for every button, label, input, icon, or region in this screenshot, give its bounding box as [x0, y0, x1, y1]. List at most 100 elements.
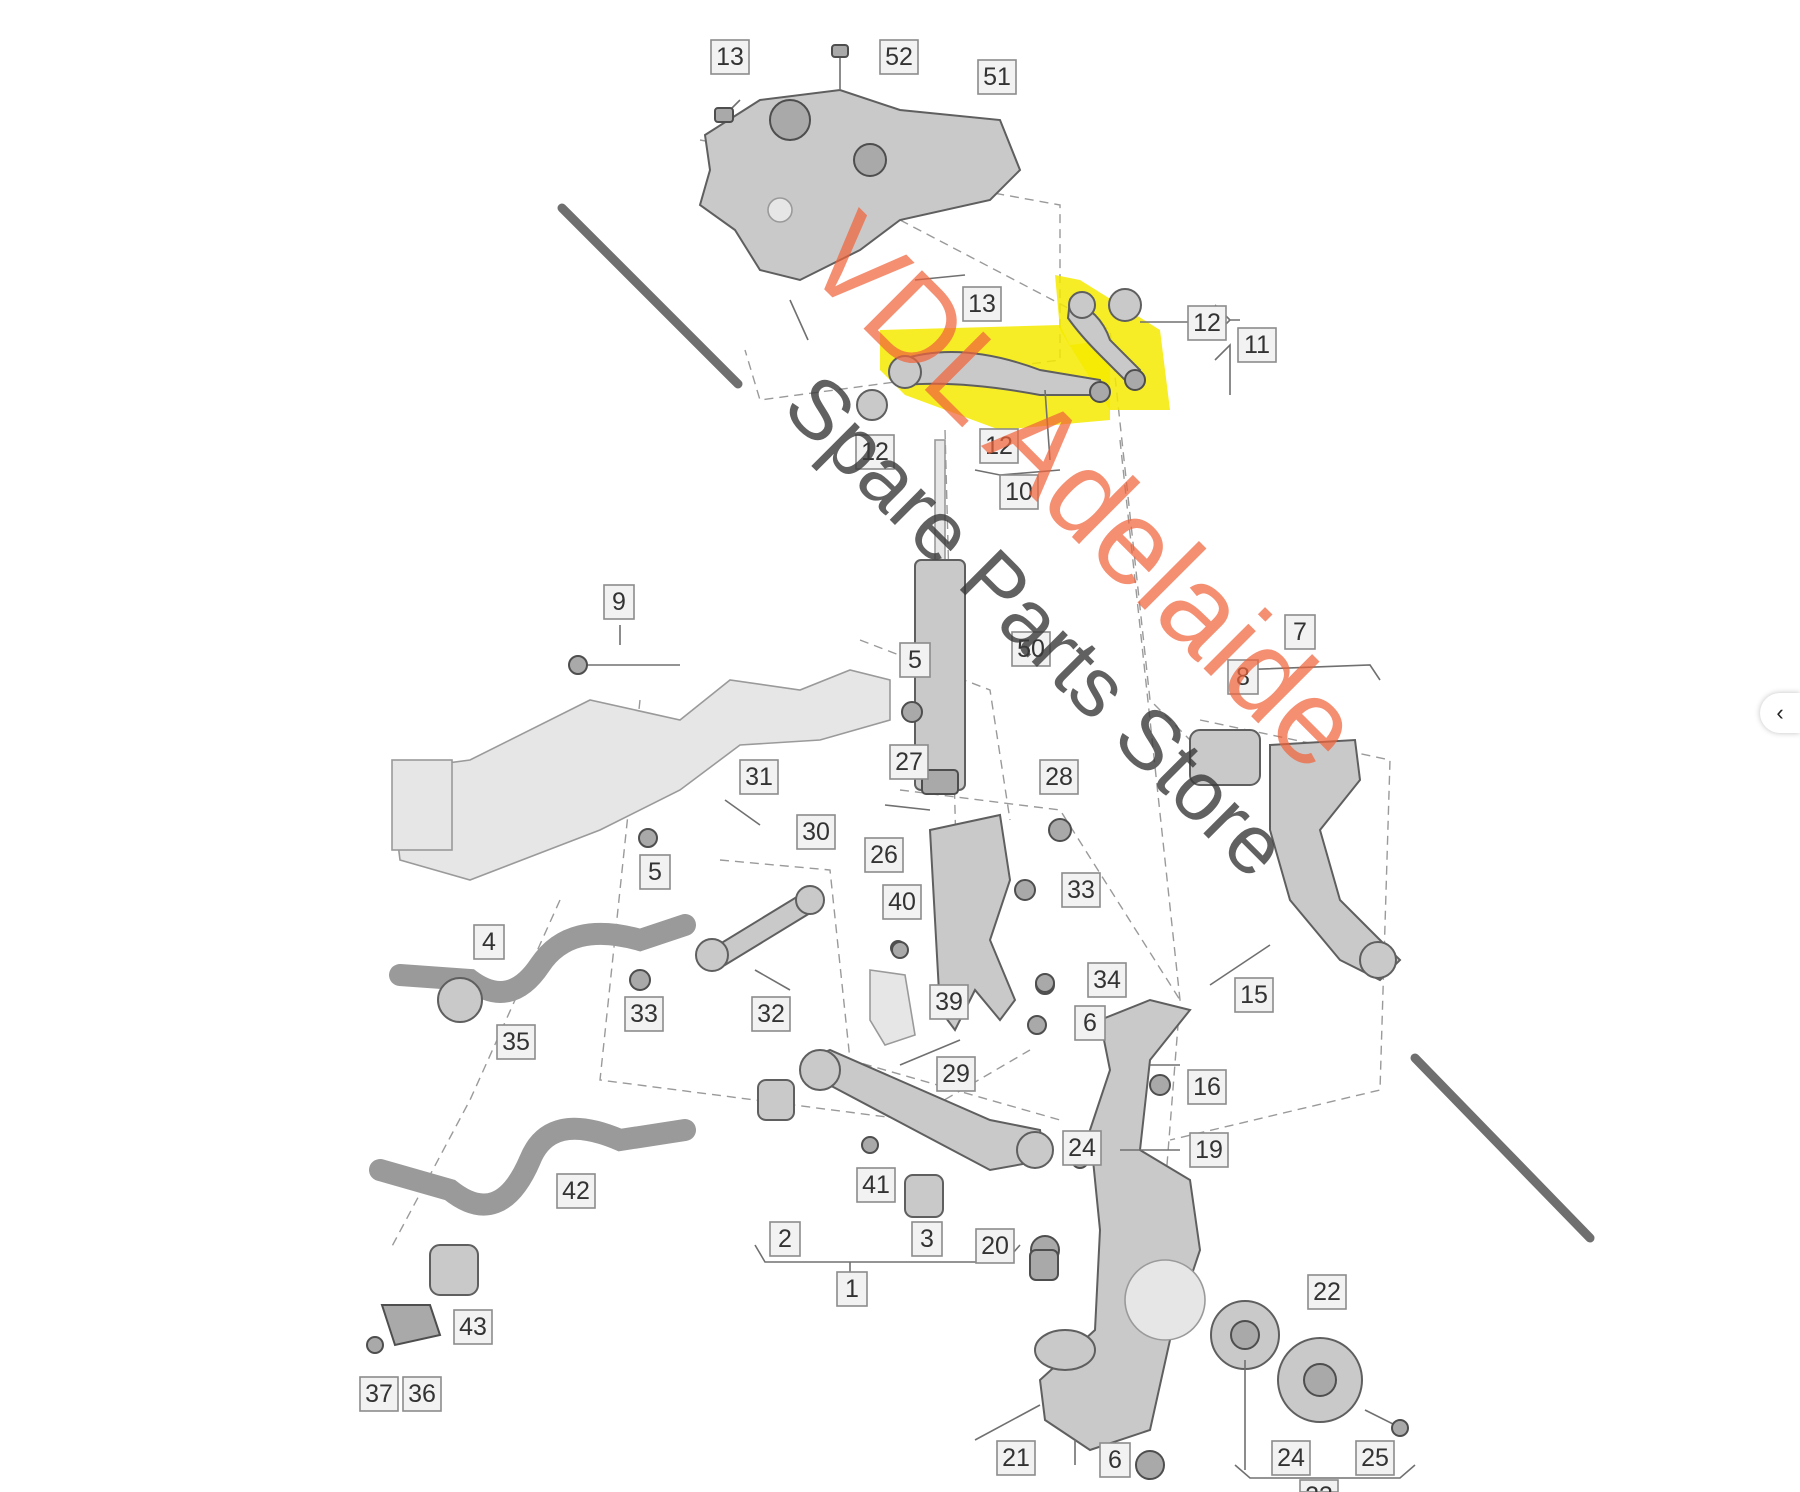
- callout-37: 37: [359, 1376, 399, 1412]
- callout-39: 39: [929, 984, 969, 1020]
- chevron-left-icon: ‹: [1776, 700, 1784, 725]
- callout-34: 34: [1087, 962, 1127, 998]
- cross-member: [391, 655, 891, 881]
- callout-22: 22: [1307, 1274, 1347, 1310]
- svg-text:28: 28: [1045, 763, 1073, 791]
- callout-12a: 12: [1187, 305, 1227, 341]
- svg-text:12: 12: [1193, 309, 1221, 337]
- callout-12b: 12: [855, 434, 895, 470]
- callout-15: 15: [1234, 977, 1274, 1013]
- callout-43: 43: [453, 1309, 493, 1345]
- wheel-carrier: [974, 998, 1206, 1480]
- svg-text:13: 13: [968, 290, 996, 318]
- callout-8: 8: [1227, 659, 1259, 695]
- nuts: [629, 701, 1089, 1169]
- callout-11: 11: [1237, 327, 1277, 363]
- callout-20: 20: [975, 1228, 1015, 1264]
- callout-24a: 24: [1062, 1130, 1102, 1166]
- callout-26: 26: [864, 837, 904, 873]
- svg-text:7: 7: [1293, 618, 1307, 646]
- toe-links: [695, 799, 931, 991]
- callout-27: 27: [889, 744, 929, 780]
- callout-24b: 24: [1271, 1440, 1311, 1476]
- callout-40: 40: [882, 884, 922, 920]
- svg-text:5: 5: [908, 646, 922, 674]
- callout-33a: 33: [1061, 872, 1101, 908]
- svg-text:5: 5: [648, 858, 662, 886]
- stabiliser-bars: [366, 914, 696, 1354]
- svg-text:1: 1: [845, 1275, 859, 1303]
- callout-3: 3: [911, 1221, 943, 1257]
- svg-text:25: 25: [1361, 1444, 1389, 1472]
- callout-16: 16: [1187, 1069, 1227, 1105]
- svg-text:40: 40: [888, 888, 916, 916]
- callout-25: 25: [1355, 1440, 1395, 1476]
- svg-text:33: 33: [630, 1000, 658, 1028]
- svg-text:34: 34: [1093, 966, 1121, 994]
- svg-text:30: 30: [802, 818, 830, 846]
- svg-text:10: 10: [1005, 478, 1033, 506]
- callout-5b: 5: [639, 854, 671, 890]
- svg-text:43: 43: [459, 1313, 487, 1341]
- callout-13b: 13: [962, 286, 1002, 322]
- svg-text:15: 15: [1240, 981, 1268, 1009]
- svg-text:12: 12: [985, 432, 1013, 460]
- svg-text:31: 31: [745, 763, 773, 791]
- callout-36: 36: [402, 1376, 442, 1412]
- callout-6b: 6: [1099, 1442, 1131, 1478]
- callout-50: 50: [1011, 631, 1051, 667]
- svg-text:24: 24: [1277, 1444, 1305, 1472]
- callout-9: 9: [603, 584, 635, 620]
- svg-text:4: 4: [482, 928, 496, 956]
- svg-text:2: 2: [778, 1225, 792, 1253]
- callout-12c: 12: [979, 428, 1019, 464]
- callout-33b: 33: [624, 996, 664, 1032]
- svg-text:52: 52: [885, 43, 913, 71]
- svg-text:3: 3: [920, 1225, 934, 1253]
- svg-text:27: 27: [895, 748, 923, 776]
- svg-text:16: 16: [1193, 1073, 1221, 1101]
- callout-41: 41: [856, 1167, 896, 1203]
- callout-2: 2: [769, 1221, 801, 1257]
- callout-1: 1: [836, 1271, 868, 1307]
- upper-control-arms-highlight: [856, 275, 1170, 430]
- svg-text:19: 19: [1195, 1136, 1223, 1164]
- svg-text:23: 23: [1305, 1482, 1333, 1492]
- svg-text:24: 24: [1068, 1134, 1096, 1162]
- callout-31: 31: [739, 759, 779, 795]
- callout-29: 29: [936, 1056, 976, 1092]
- callout-30: 30: [796, 814, 836, 850]
- svg-text:6: 6: [1108, 1446, 1122, 1474]
- svg-text:9: 9: [612, 588, 626, 616]
- callout-5a: 5: [899, 642, 931, 678]
- callout-21: 21: [996, 1440, 1036, 1476]
- callout-28: 28: [1039, 759, 1079, 795]
- watermark-bar-right: [1410, 1053, 1595, 1243]
- svg-text:39: 39: [935, 988, 963, 1016]
- svg-text:11: 11: [1244, 331, 1270, 359]
- svg-text:35: 35: [502, 1028, 530, 1056]
- wheel-hub: [1210, 1300, 1409, 1437]
- svg-text:51: 51: [983, 63, 1011, 91]
- svg-text:8: 8: [1236, 663, 1250, 691]
- svg-text:21: 21: [1002, 1444, 1030, 1472]
- callout-10: 10: [999, 474, 1039, 510]
- svg-text:42: 42: [562, 1177, 590, 1205]
- lower-control-arm: [757, 1048, 1054, 1218]
- sidebar-toggle-button[interactable]: ‹: [1760, 693, 1800, 733]
- svg-text:50: 50: [1017, 635, 1045, 663]
- svg-text:41: 41: [862, 1171, 890, 1199]
- svg-text:22: 22: [1313, 1278, 1341, 1306]
- callout-19: 19: [1189, 1132, 1229, 1168]
- callout-51: 51: [977, 59, 1017, 95]
- callout-7: 7: [1284, 614, 1316, 650]
- callout-52: 52: [879, 39, 919, 75]
- svg-text:37: 37: [365, 1380, 393, 1408]
- watermark-bar-left: [557, 203, 743, 389]
- callout-35: 35: [496, 1024, 536, 1060]
- callout-42: 42: [556, 1173, 596, 1209]
- svg-text:26: 26: [870, 841, 898, 869]
- callout-23: 23: [1299, 1479, 1339, 1492]
- bolts-top: [714, 44, 966, 281]
